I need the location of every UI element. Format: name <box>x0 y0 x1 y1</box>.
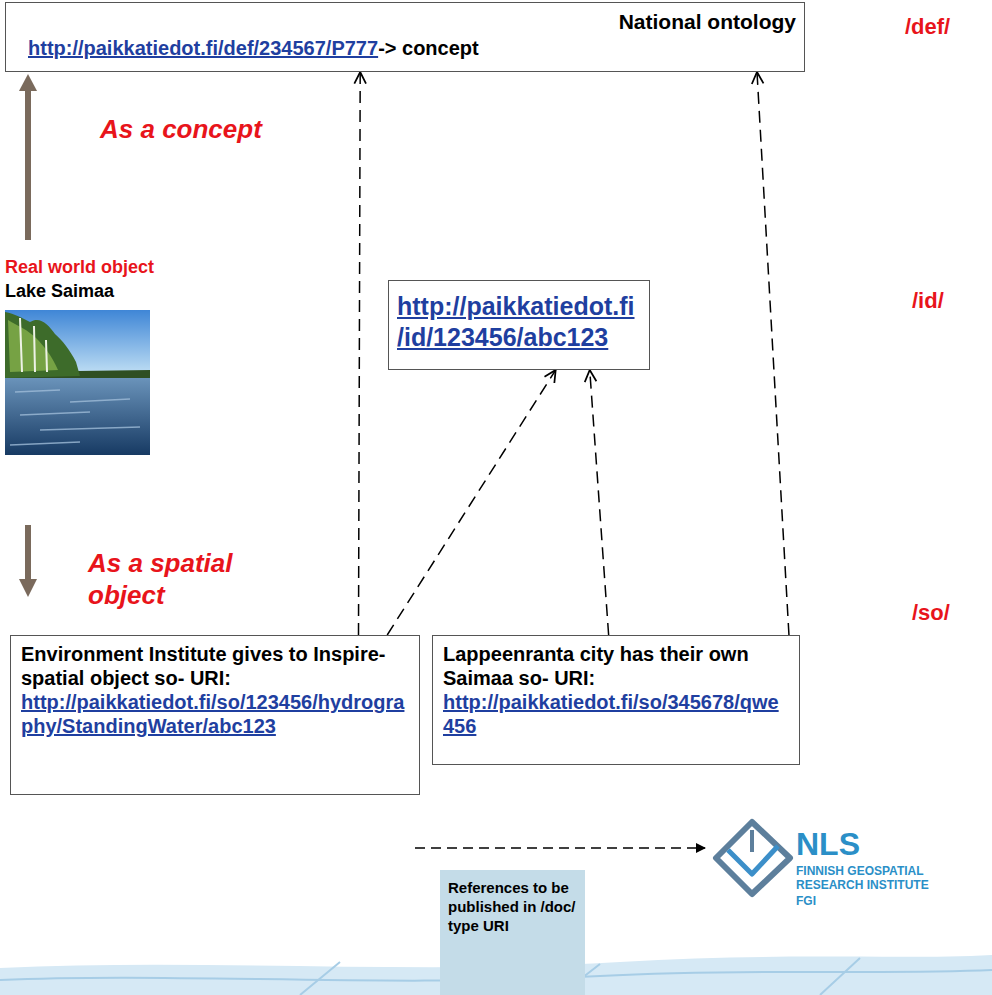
dashed-reference-arrow <box>387 370 555 635</box>
dashed-reference-arrow <box>590 370 609 635</box>
uri-segment-label: /def/ <box>905 14 950 40</box>
id-uri-box: http://paikkatiedot.fi/id/123456/abc123 <box>388 280 650 370</box>
object-label: Real world object <box>5 256 154 278</box>
uri-link: http://paikkatiedot.fi/so/345678/qwe456 <box>443 690 789 738</box>
uri-suffix: -> concept <box>378 37 479 59</box>
dashed-reference-arrow <box>757 72 789 635</box>
note-box: References to be published in /doc/ type… <box>440 870 585 995</box>
dashed-reference-arrow <box>359 72 361 635</box>
nls-logo-icon <box>716 822 790 894</box>
note-text: References to be published in /doc/ type… <box>448 878 579 935</box>
concept-arrow <box>19 74 37 240</box>
uri-link: http://paikkatiedot.fi/so/123456/hydrogr… <box>21 690 409 738</box>
provider-box: Lappeenranta city has their own Saimaa s… <box>432 635 800 765</box>
uri-segment-label: /so/ <box>912 600 950 626</box>
box-body: Environment Institute gives to Inspire-s… <box>21 642 409 690</box>
lake-photo <box>5 310 150 455</box>
reference-arrow <box>415 847 705 849</box>
direction-label: As a concept <box>100 113 262 145</box>
object-name: Lake Saimaa <box>5 280 114 302</box>
uri-segment-label: /id/ <box>912 288 944 314</box>
uri-link: http://paikkatiedot.fi/id/123456/abc123 <box>397 291 641 353</box>
box-heading: National ontology <box>28 9 796 35</box>
box-body: Lappeenranta city has their own Saimaa s… <box>443 642 789 690</box>
logo-acronym: FGI <box>796 894 816 908</box>
logo-wordmark: NLS <box>796 826 860 862</box>
uri-link: http://paikkatiedot.fi/def/234567/P777 <box>28 37 378 59</box>
logo-subtitle: FINNISH GEOSPATIAL RESEARCH INSTITUTE <box>796 864 956 892</box>
direction-label: As a spatial object <box>88 547 253 611</box>
ontology-box: National ontologyhttp://paikkatiedot.fi/… <box>5 2 805 72</box>
spatial-arrow <box>19 525 37 597</box>
provider-box: Environment Institute gives to Inspire-s… <box>10 635 420 795</box>
